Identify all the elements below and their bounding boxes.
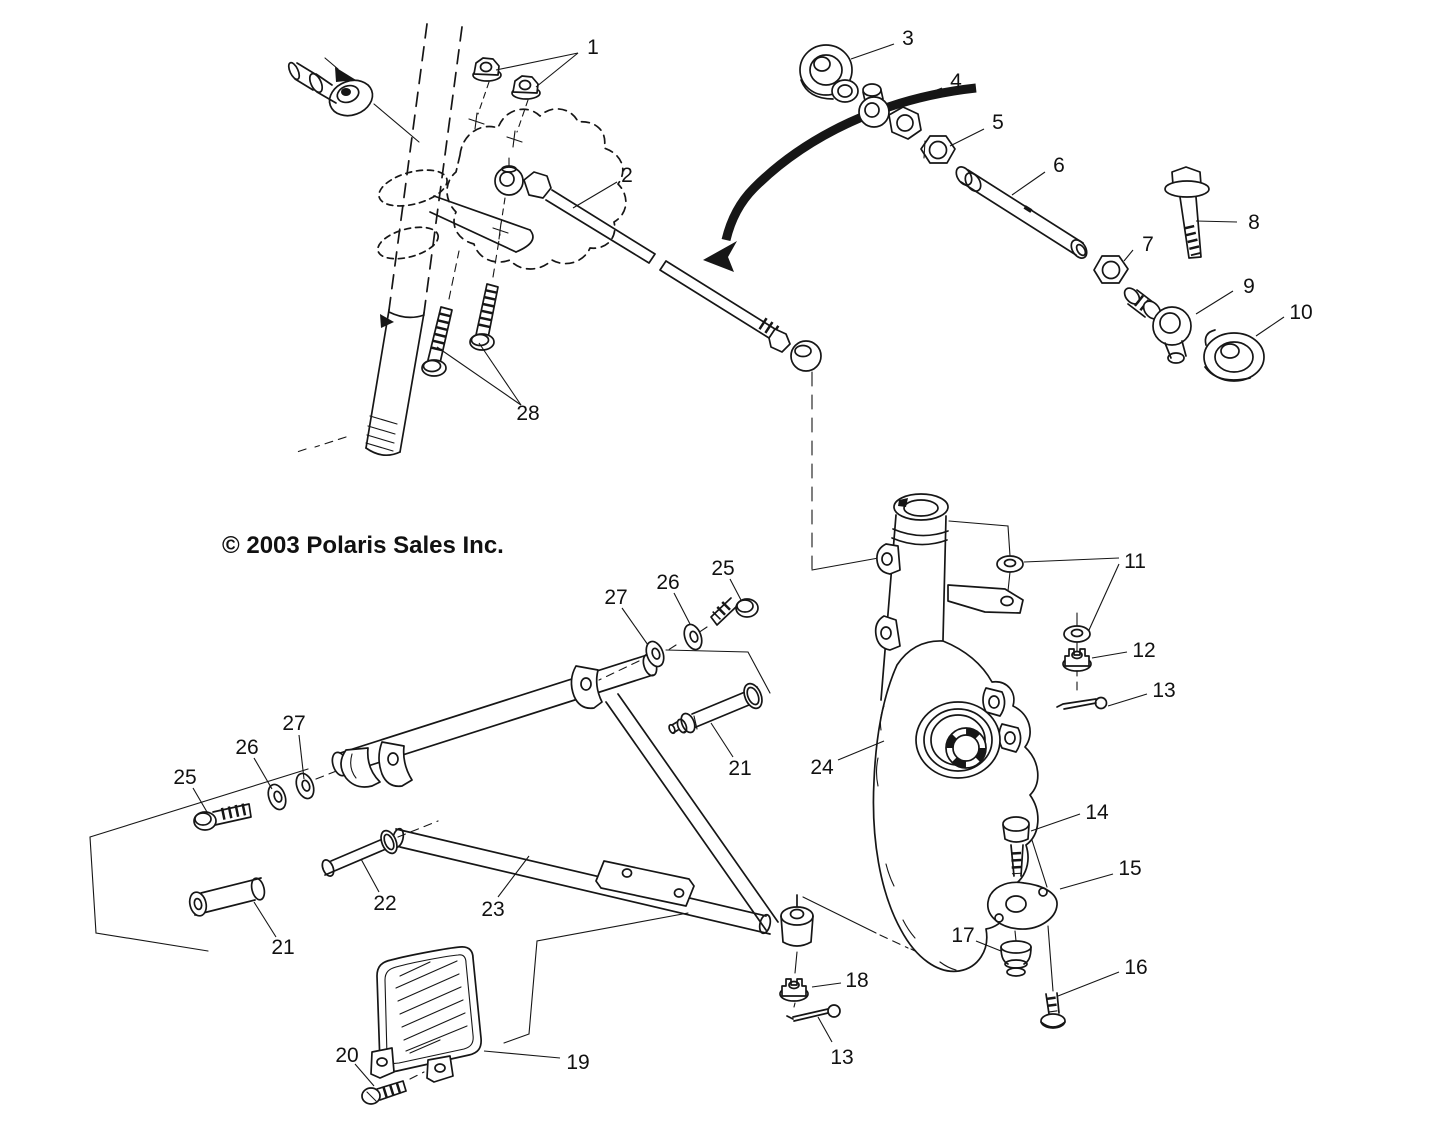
part-number-21a: 21 bbox=[728, 757, 751, 780]
leader-line-26b bbox=[253, 757, 273, 790]
steering-knuckle-drawing bbox=[802, 493, 1108, 1029]
shield-drawing bbox=[361, 946, 482, 1105]
leader-line-21b bbox=[253, 901, 277, 938]
leader-line-11 bbox=[1088, 563, 1120, 631]
leader-line-28 bbox=[436, 346, 522, 406]
part-number-21b: 21 bbox=[271, 936, 294, 959]
direction-arrow bbox=[703, 83, 977, 272]
castle-nut-part12 bbox=[1062, 648, 1092, 672]
tie-rod-drawing bbox=[494, 157, 885, 571]
washer-part26 bbox=[680, 621, 706, 653]
part-number-28: 28 bbox=[516, 402, 539, 425]
part-number-23: 23 bbox=[481, 898, 504, 921]
leader-line-19 bbox=[483, 1050, 561, 1059]
part-number-1: 1 bbox=[587, 36, 599, 59]
leader-line-22 bbox=[360, 858, 380, 893]
a-arm-drawing bbox=[89, 233, 841, 1044]
part-number-9: 9 bbox=[1243, 275, 1255, 298]
part-number-17: 17 bbox=[951, 924, 974, 947]
leader-line-28 bbox=[478, 342, 522, 406]
leader-line-13 bbox=[1107, 693, 1148, 707]
washer-part11 bbox=[996, 555, 1024, 573]
leader-line-16 bbox=[1057, 971, 1120, 997]
leader-line-2 bbox=[572, 181, 618, 209]
part-number-27a: 27 bbox=[604, 586, 627, 609]
leader-line-24 bbox=[837, 740, 885, 761]
tie-rod-end-upper-left bbox=[287, 57, 420, 143]
part-number-19: 19 bbox=[566, 1051, 589, 1074]
leader-line-3 bbox=[850, 43, 895, 60]
part-number-6: 6 bbox=[1053, 154, 1065, 177]
washer-part27 bbox=[292, 770, 318, 802]
part-number-26b: 26 bbox=[235, 736, 258, 759]
part-number-27b: 27 bbox=[282, 712, 305, 735]
cotter-pin-part13-lower bbox=[786, 1004, 841, 1022]
leader-line-6 bbox=[1011, 171, 1046, 196]
leader-line-25a bbox=[729, 578, 742, 601]
bolt-part25-upper bbox=[710, 597, 759, 626]
leader-line-27a bbox=[621, 607, 649, 646]
ball-joint-hardware-drawing bbox=[987, 816, 1066, 1029]
part-number-25a: 25 bbox=[711, 557, 734, 580]
leader-line-23 bbox=[497, 855, 530, 898]
leader-line-9 bbox=[1195, 290, 1234, 315]
leader-line-7 bbox=[1123, 249, 1134, 262]
part-number-26a: 26 bbox=[656, 571, 679, 594]
part-number-13: 13 bbox=[1152, 679, 1175, 702]
washer-part26 bbox=[264, 781, 290, 813]
part-number-22: 22 bbox=[373, 892, 396, 915]
castle-nut-part18 bbox=[779, 978, 809, 1002]
leader-line-13b bbox=[817, 1016, 833, 1043]
steering-post-drawing bbox=[287, 23, 627, 457]
leader-line-5 bbox=[949, 128, 985, 147]
part-number-16: 16 bbox=[1124, 956, 1147, 979]
leader-line-21a bbox=[710, 722, 734, 758]
mount-bolts-drawing bbox=[421, 283, 499, 377]
leader-line-10 bbox=[1255, 316, 1285, 337]
part-number-7: 7 bbox=[1142, 233, 1154, 256]
part-number-4: 4 bbox=[950, 70, 962, 93]
leader-line-8 bbox=[1195, 220, 1238, 223]
part-number-25b: 25 bbox=[173, 766, 196, 789]
part-number-2: 2 bbox=[621, 164, 633, 187]
cotter-pin-part13 bbox=[1056, 696, 1108, 710]
part-number-18: 18 bbox=[845, 969, 868, 992]
screw-part20 bbox=[361, 1071, 425, 1105]
leader-line-26a bbox=[673, 592, 691, 625]
leader-line-18 bbox=[811, 982, 842, 988]
leader-line-4 bbox=[900, 87, 943, 105]
part-number-5: 5 bbox=[992, 111, 1004, 134]
part-number-3: 3 bbox=[902, 27, 914, 50]
leader-line-27b bbox=[298, 734, 305, 780]
washer-part11 bbox=[1063, 625, 1091, 643]
part-number-14: 14 bbox=[1085, 801, 1109, 824]
part-number-15: 15 bbox=[1118, 857, 1141, 880]
leader-line-20 bbox=[354, 1063, 375, 1087]
leader-line-14 bbox=[1030, 813, 1081, 832]
part-number-8: 8 bbox=[1248, 211, 1260, 234]
leader-line-25b bbox=[192, 787, 208, 813]
flange-nut-part1 bbox=[511, 75, 541, 100]
part-number-11: 11 bbox=[1124, 550, 1146, 573]
leader-line-1 bbox=[535, 52, 579, 88]
leader-line-11 bbox=[1023, 557, 1120, 563]
tie-rod-end-kit-drawing bbox=[799, 44, 1265, 382]
leader-line-1 bbox=[495, 52, 579, 71]
leader-line-17 bbox=[975, 940, 1002, 952]
leader-line-12 bbox=[1091, 651, 1128, 659]
leader-line-15 bbox=[1059, 873, 1114, 890]
part-number-12: 12 bbox=[1132, 639, 1155, 662]
bolt-part25-lower bbox=[193, 803, 252, 831]
copyright-text: © 2003 Polaris Sales Inc. bbox=[222, 532, 504, 559]
part-number-13b: 13 bbox=[830, 1046, 853, 1069]
part-number-20: 20 bbox=[335, 1044, 358, 1067]
part-number-24: 24 bbox=[810, 756, 834, 779]
part-number-10: 10 bbox=[1289, 301, 1312, 324]
